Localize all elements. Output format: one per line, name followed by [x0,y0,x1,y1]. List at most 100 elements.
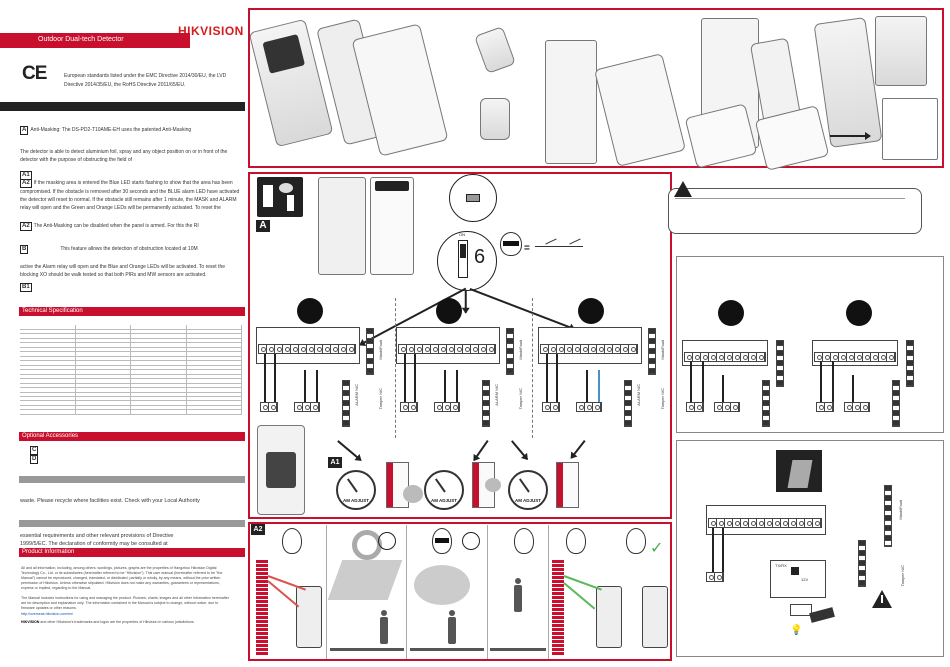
mask-switch-3 [648,328,656,375]
spec-row [20,333,243,339]
am-adjust-knob-1[interactable]: AM ADJUST [336,470,376,510]
spec-cell [20,329,76,335]
label-a: A [20,126,29,135]
spec-cell [20,383,76,389]
spray-warning-icon [257,177,303,217]
spec-cell [20,342,76,348]
alarm-label-1: ALARM N/C [354,384,359,406]
alarm-label-3: ALARM N/C [636,384,641,406]
spec-cell [130,333,187,339]
mask-switch-b1 [776,340,784,387]
legal-paragraph-1: All and all information, including, amon… [21,566,223,590]
option-b2-circle [846,300,872,326]
backplate-illustration [545,40,597,164]
spec-cell [186,396,243,402]
directive-text-2: 1999/5/EC. The declaration of conformity… [20,541,168,547]
tamper-frame [676,440,944,657]
detector-led-illustration [257,425,305,515]
spec-cell [75,356,132,362]
directive-header-bar [19,520,245,527]
spec-cell [75,351,132,357]
zone-terminal-3 [576,402,602,412]
spec-cell [130,342,187,348]
spec-cell [20,374,76,380]
ce-directive-text: European standards listed under the EMC … [64,73,227,88]
brand-logo: HIKVISION [178,24,244,38]
spec-cell [75,383,132,389]
spec-cell [130,360,187,366]
spec-cell [186,333,243,339]
terminal-strip-b2 [814,352,896,362]
spec-row [20,356,243,362]
divider-2 [532,298,533,438]
spec-row [20,365,243,371]
detector-a2-2 [596,586,622,648]
wire-b-b-1 [702,361,704,402]
face-masked-icon [432,528,452,554]
optional-accessories-header: Optional Accessories [19,432,245,441]
a2-divider-1 [326,525,327,659]
wire-t-1 [712,528,714,572]
legal-url-link[interactable]: http://overseas.hikvision.com/en/ [21,612,74,616]
spec-cell [186,405,243,411]
tamper-label-tamper: Tamper N/C [900,565,905,587]
spec-cell [186,356,243,362]
recycle-text: waste. Please recycle where facilities e… [20,498,200,504]
alarm-switch-1 [342,380,350,427]
spec-cell [75,400,132,406]
tamper-label-3: Tamper N/C [660,388,665,410]
spec-row [20,405,243,411]
directive-text-1: essential requirements and other relevan… [20,533,174,539]
spec-cell [186,338,243,344]
detector-closed-illustration [875,16,927,86]
spec-cell [130,369,187,375]
face-icon-1 [282,528,302,554]
wire-d-3 [598,370,600,402]
wire-b-b-2 [832,361,834,402]
wire-b-3 [556,354,558,402]
clock-icon-2 [462,532,480,550]
spec-cell [20,333,76,339]
wire-a-1 [264,354,266,402]
spec-row [20,347,243,353]
caution-icon [872,590,894,610]
alarm-switch-2 [482,380,490,427]
spec-row [20,378,243,384]
am-adjust-knob-2[interactable]: AM ADJUST [424,470,464,510]
tx-rx-board: TX/RX 12V [770,560,826,598]
am-adjust-knob-3[interactable]: AM ADJUST [508,470,548,510]
spec-cell [130,338,187,344]
tech-spec-header: Technical Specification [19,307,245,316]
spec-row [20,374,243,380]
wire-a-3 [546,354,548,402]
mask-blob-1 [403,485,423,503]
wire-c-1 [304,370,306,402]
spec-cell [20,378,76,384]
anti-masking-frame [248,172,672,519]
spec-cell [20,405,76,411]
spec-cell [75,396,132,402]
spec-cell [186,365,243,371]
spec-cell [75,387,132,393]
spec-row [20,360,243,366]
spec-cell [75,409,132,415]
spec-row [20,369,243,375]
terminal-strip-b1 [684,352,766,362]
spec-cell [186,369,243,375]
label-b: B [20,245,29,254]
power-terminal-2 [400,402,418,412]
check-icon: ✓ [650,540,664,557]
spec-row [20,392,243,398]
spec-cell [20,396,76,402]
b1-marker: B1 [20,283,32,292]
spec-row [20,396,243,402]
spec-row [20,383,243,389]
mask-switch-b2 [906,340,914,387]
masked-face-icon [500,232,522,256]
spec-cell [130,325,187,331]
spec-cell [186,347,243,353]
section-a1-badge: A1 [328,457,342,468]
wire-a-2 [404,354,406,402]
face-icon-2 [514,528,534,554]
